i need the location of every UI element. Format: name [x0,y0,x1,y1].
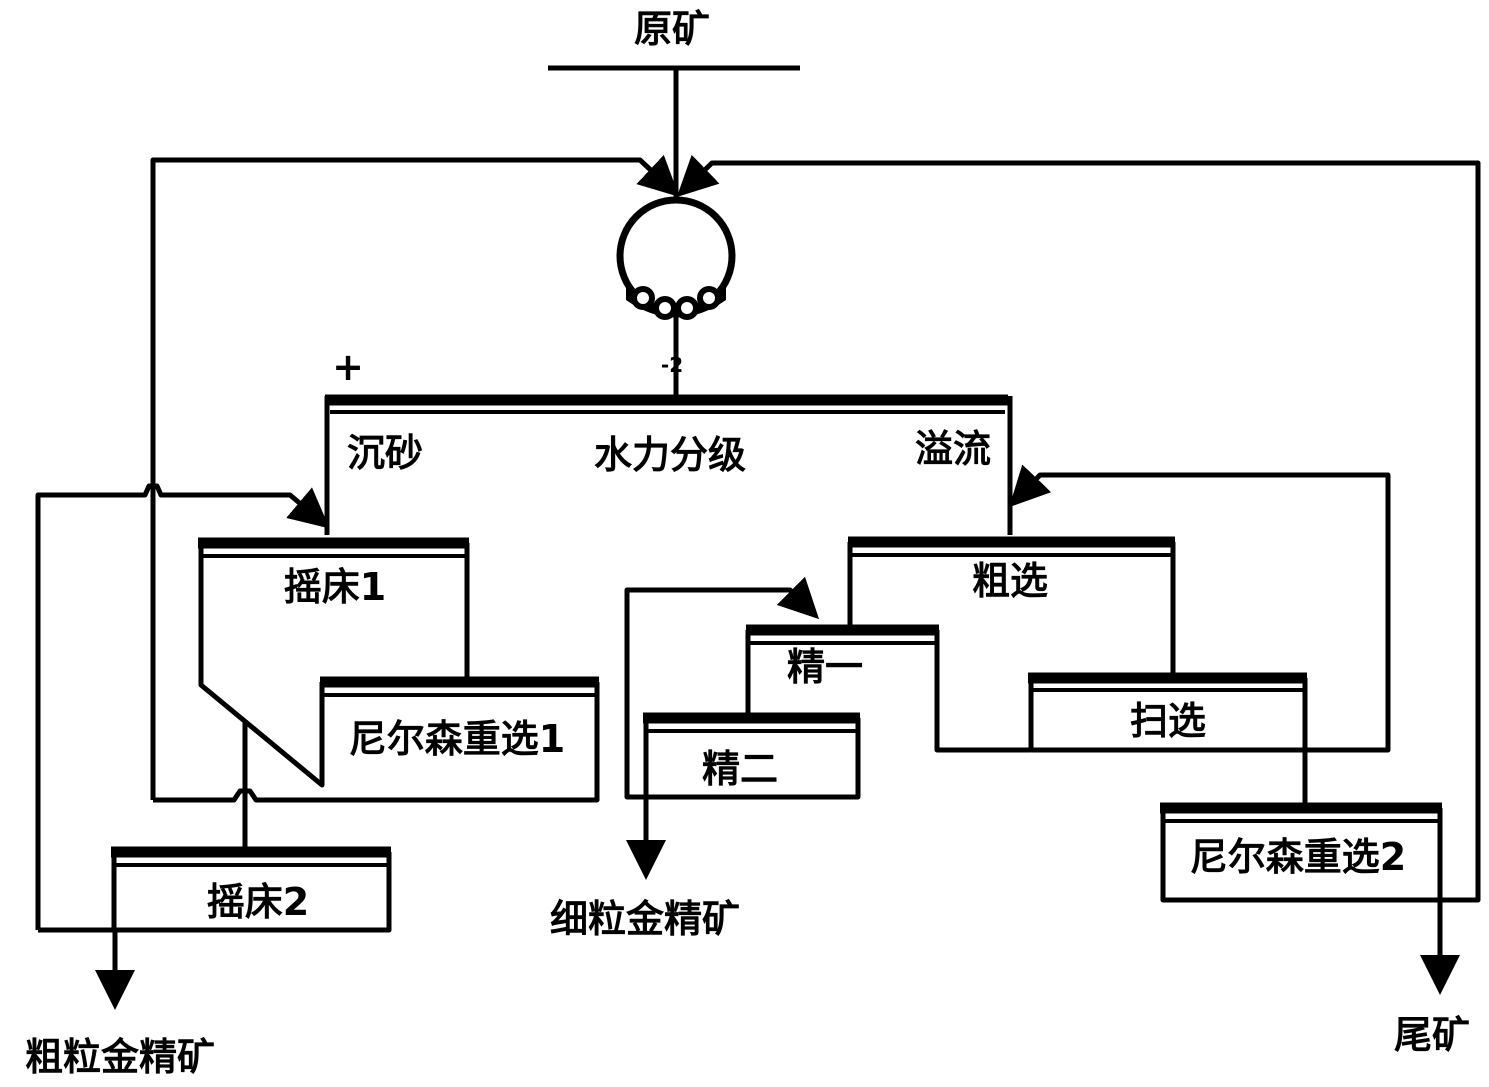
fine-concentrate-label: 细粒金精矿 [550,897,740,941]
nelson-separator-1: 尼尔森重选1 [153,676,600,803]
scavenger: 扫选 [1028,672,1308,753]
recycle-right-arrow [676,154,1481,903]
sand-label: 沉砂 [347,431,423,475]
nelson-1-label: 尼尔森重选1 [349,717,565,761]
overflow-label: 溢流 [915,427,991,471]
shaking-table-2-label: 摇床2 [207,880,309,924]
cleaner-2: 精二 [643,712,861,800]
plus-mark: + [332,345,364,389]
middlings-return-arrow [35,483,330,930]
ball-mill-icon [616,196,736,320]
size-mark: -2 [661,353,683,377]
nelson-separator-2: 尼尔森重选2 [1160,802,1443,903]
shaking-table-2: 摇床2 [111,846,392,933]
tailings-label: 尾矿 [1394,1013,1470,1057]
rougher-label: 粗选 [972,559,1048,603]
cleaner-1: 精一 [745,624,1030,753]
recycle-left-arrow [150,154,680,800]
feed-label: 原矿 [634,7,710,51]
shaking-table-1: 摇床1 [198,537,470,788]
coarse-concentrate-label: 粗粒金精矿 [25,1035,215,1079]
scavenger-label: 扫选 [1130,699,1206,743]
shaking-table-1-label: 摇床1 [284,565,386,609]
cleaner2-return-arrow [624,576,820,800]
scavenger-return-arrow [1009,464,1391,753]
rougher: 粗选 [847,536,1176,676]
nelson-2-label: 尼尔森重选2 [1190,835,1406,879]
classifier-label: 水力分级 [594,433,746,477]
cleaner-2-label: 精二 [702,747,778,791]
cleaner-1-label: 精一 [787,645,863,689]
